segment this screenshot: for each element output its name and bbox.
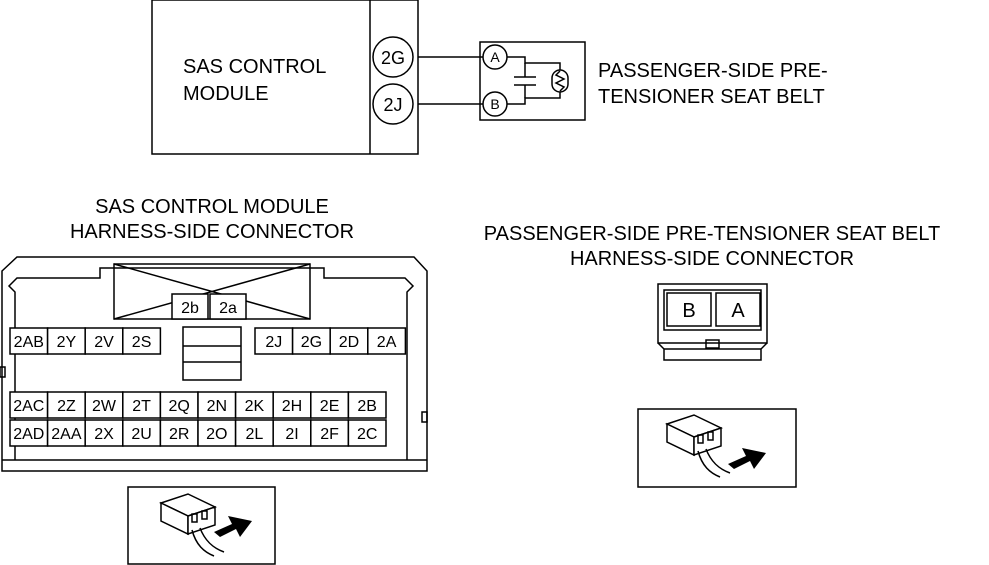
pin-label: 2L [246,426,264,443]
device-label-line2: TENSIONER SEAT BELT [598,86,825,108]
device-label-line1: PASSENGER-SIDE PRE- [598,60,828,82]
pin-cell [272,391,312,419]
pin-label: 2AA [51,426,82,443]
pin-cell [272,419,312,447]
pin-label: 2H [282,398,302,415]
pin-label: 2K [245,398,265,415]
sas-connector-inner-wall [7,267,415,460]
pretensioner-device-box [479,41,586,121]
module-label-line2: MODULE [183,83,269,105]
connector-view-icon [127,486,276,565]
pin-cell [9,391,49,419]
pin-label: 2A [377,334,397,351]
pin-cell [715,292,761,327]
pin-label: 2Q [169,398,190,415]
pin-label: 2AD [13,426,44,443]
pin-cell [347,391,387,419]
pin-label: 2R [169,426,189,443]
seatbelt-connector-title-line2: HARNESS-SIDE CONNECTOR [570,248,854,270]
pin-cell [367,327,407,355]
schematic [151,0,586,155]
pin-cell [666,292,712,327]
pin-cell [84,327,124,355]
sas-pin-grid: 2AB 2Y 2V 2S 2J 2G 2D 2A 2AC 2Z 2W 2T 2Q 2N 2K 2H 2E 2B 2A… [9,327,407,447]
pin-cell [46,327,86,355]
pin-label: 2T [132,398,151,415]
pin-label: 2Z [57,398,76,415]
pin-cell [122,391,162,419]
module-terminal-label: 2G [381,48,405,68]
pin-label: 2AB [14,334,44,351]
pin-label: 2C [357,426,377,443]
pin-label: 2b [181,300,199,317]
pin-label: 2E [320,398,340,415]
pin-cell [197,419,237,447]
pin-label: 2V [94,334,114,351]
pin-cell [347,419,387,447]
pin-label: 2D [339,334,359,351]
pin-label: 2B [357,398,377,415]
sas-connector-body [0,256,428,472]
pin-cell [254,327,294,355]
pin-cell [46,391,86,419]
pin-label: 2I [285,426,298,443]
pin-cell [159,391,199,419]
sas-connector-title-line1: SAS CONTROL MODULE [95,196,329,218]
terminal-2j-circle [372,83,414,125]
pin-cell [9,419,49,447]
pin-cell [234,391,274,419]
pin-cell [310,419,350,447]
pin-cell [159,419,199,447]
seatbelt-pins [666,292,761,327]
terminal-2g-circle [372,36,414,78]
sas-center-key [182,326,242,381]
pin-label: 2G [301,334,322,351]
pin-label: 2F [320,426,339,443]
pin-label: 2X [94,426,114,443]
resistor-zigzag [554,70,566,92]
sas-control-module-box [151,0,419,155]
seatbelt-connector-body [657,283,768,361]
connector-view-icon [637,408,797,488]
pin-label: 2U [131,426,151,443]
sas-connector-outline [1,256,428,472]
module-label-line1: SAS CONTROL [183,56,326,78]
pin-label: 2J [265,334,282,351]
seatbelt-connector-title-line1: PASSENGER-SIDE PRE-TENSIONER SEAT BELT [484,223,940,245]
pretensioner-internal-circuit [507,56,569,105]
pin-cell [171,293,209,320]
pin-label: 2AC [13,398,44,415]
sas-connector-title-line2: HARNESS-SIDE CONNECTOR [70,221,354,243]
pin-cell [122,327,162,355]
pin-cell [234,419,274,447]
device-terminal-label: A [490,49,500,65]
device-terminal-label: B [490,96,499,112]
pin-cell [209,293,247,320]
squib-element [551,69,569,93]
pin-label: 2a [219,300,237,317]
pin-label: 2W [92,398,117,415]
sas-top-pins [171,293,247,320]
pin-label: A [731,300,745,322]
module-terminal-label: 2J [383,95,402,115]
pin-label: 2Y [57,334,77,351]
pin-cell [46,419,86,447]
pin-label: B [682,300,695,322]
pin-label: 2N [207,398,227,415]
pin-label: 2S [132,334,152,351]
pin-label: 2O [206,426,227,443]
